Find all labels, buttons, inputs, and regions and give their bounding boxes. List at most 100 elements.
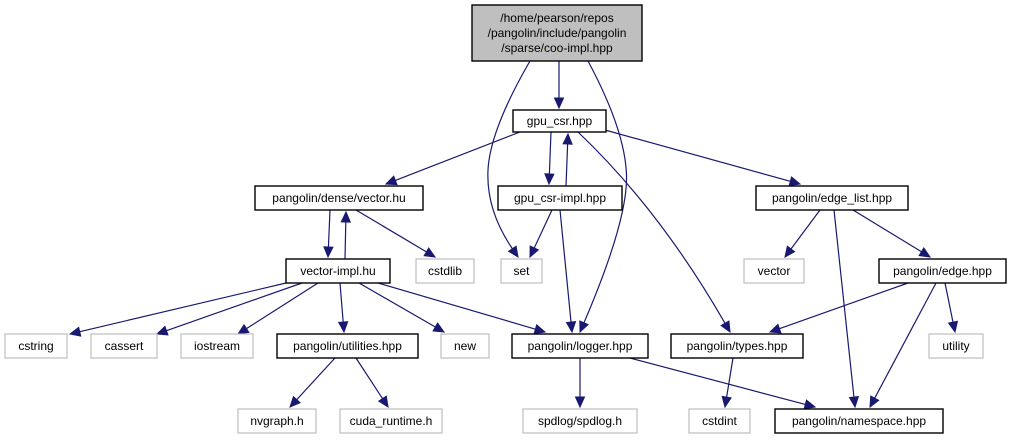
arrowhead-icon	[768, 323, 782, 334]
node-box	[180, 333, 254, 359]
node-box	[285, 258, 391, 284]
node-label: vector-impl.hu	[300, 264, 375, 278]
edge-vector_impl-to-iostream	[236, 282, 319, 335]
arrowhead-icon	[432, 322, 446, 333]
arrowhead-icon	[721, 395, 732, 409]
edge-utilities-to-cuda_runtime	[355, 357, 389, 409]
edge-vector_impl-to-logger	[377, 282, 547, 335]
node-label: cuda_runtime.h	[350, 414, 433, 428]
node-box	[471, 4, 643, 62]
node-label: iostream	[194, 339, 240, 353]
node-label: utility	[942, 339, 969, 353]
arrowhead-icon	[784, 245, 796, 258]
edge-edge_list-to-namespace	[833, 209, 860, 409]
node-label: cassert	[105, 339, 144, 353]
node-box	[415, 258, 475, 284]
node-gpu-csr[interactable]: gpu_csr.hpp	[512, 109, 607, 133]
arrowhead-icon	[68, 326, 82, 337]
arrowhead-icon	[289, 395, 301, 408]
node-edge[interactable]: pangolin/edge.hpp	[878, 258, 1007, 284]
node-label: pangolin/types.hpp	[687, 339, 788, 353]
edge-gpu_csr-to-edge_list	[604, 129, 802, 187]
edge-root-to-logger	[579, 60, 628, 334]
node-types[interactable]: pangolin/types.hpp	[670, 333, 804, 359]
edge-vector_impl-to-cassert	[155, 282, 303, 336]
arrowhead-icon	[529, 245, 540, 259]
node-box	[237, 408, 317, 434]
node-box	[878, 258, 1007, 284]
node-label: gpu_csr.hpp	[527, 114, 593, 128]
node-box	[254, 185, 424, 211]
node-box	[500, 258, 543, 284]
node-box	[4, 333, 68, 359]
edge-line	[559, 209, 572, 323]
arrowhead-icon	[918, 247, 932, 258]
node-cuda-runtime: cuda_runtime.h	[339, 408, 443, 434]
node-namespace[interactable]: pangolin/namespace.hpp	[774, 408, 944, 434]
node-utility: utility	[928, 333, 984, 359]
edge-edge_list-to-edge	[852, 209, 932, 258]
node-box	[522, 408, 638, 434]
node-box	[339, 408, 443, 434]
node-nvgraph: nvgraph.h	[237, 408, 317, 434]
edge-line	[604, 129, 791, 182]
node-gpu-csr-impl[interactable]: gpu_csr-impl.hpp	[497, 185, 623, 211]
arrowhead-icon	[155, 325, 169, 336]
node-utilities[interactable]: pangolin/utilities.hpp	[276, 333, 419, 359]
arrowhead-icon	[574, 396, 586, 409]
arrowhead-icon	[562, 132, 573, 145]
nodes-layer: /home/pearson/repos/pangolin/include/pan…	[4, 4, 1007, 434]
node-cassert: cassert	[90, 333, 158, 359]
edge-line	[852, 209, 922, 253]
node-box	[511, 333, 649, 359]
edge-logger-to-spdlog	[574, 358, 586, 409]
edge-gpu_csr_impl-to-logger	[559, 209, 577, 334]
arrowhead-icon	[544, 173, 555, 186]
edge-line	[533, 209, 553, 249]
edge-edge-to-utility	[944, 282, 959, 334]
node-label: pangolin/edge_list.hpp	[772, 191, 892, 205]
node-label: cstdint	[702, 414, 737, 428]
edge-edge-to-namespace	[869, 282, 937, 409]
edge-line	[166, 282, 303, 332]
node-label: cstdlib	[428, 264, 462, 278]
node-label: gpu_csr-impl.hpp	[514, 191, 606, 205]
arrowhead-icon	[579, 320, 589, 334]
arrowhead-icon	[788, 176, 802, 187]
node-edge-list[interactable]: pangolin/edge_list.hpp	[755, 185, 909, 211]
edge-line	[833, 209, 855, 398]
edge-gpu_csr_impl-to-gpu_csr	[562, 132, 573, 187]
arrowhead-icon	[533, 323, 547, 335]
node-label: pangolin/dense/vector.hu	[272, 191, 405, 205]
edge-line	[339, 282, 344, 323]
arrowhead-icon	[236, 323, 250, 335]
edge-gpu_csr-to-gpu_csr_impl	[544, 131, 555, 186]
edge-gpu_csr-to-vector_hu	[384, 131, 521, 186]
arrowhead-icon	[720, 320, 731, 334]
node-label: new	[454, 339, 476, 353]
arrowhead-icon	[384, 175, 398, 186]
edge-line	[377, 282, 536, 330]
edge-vector_hu-to-cstdlib	[355, 209, 437, 258]
node-box	[688, 408, 751, 434]
node-vector-impl[interactable]: vector-impl.hu	[285, 258, 391, 284]
node-vector-hu[interactable]: pangolin/dense/vector.hu	[254, 185, 424, 211]
node-label: spdlog/spdlog.h	[538, 414, 622, 428]
node-label: set	[513, 264, 530, 278]
edge-line	[358, 282, 436, 328]
node-box	[276, 333, 419, 359]
node-box	[670, 333, 804, 359]
arrowhead-icon	[507, 245, 519, 259]
edge-logger-to-namespace	[629, 357, 817, 410]
node-logger[interactable]: pangolin/logger.hpp	[511, 333, 649, 359]
node-iostream: iostream	[180, 333, 254, 359]
node-box	[743, 258, 805, 284]
node-box	[512, 109, 607, 133]
node-label: pangolin/logger.hpp	[528, 339, 633, 353]
edge-line	[944, 282, 954, 323]
edge-vector_hu-to-vector_impl	[323, 209, 334, 259]
node-label: /pangolin/include/pangolin	[488, 26, 627, 40]
node-root[interactable]: /home/pearson/repos/pangolin/include/pan…	[471, 4, 643, 62]
arrowhead-icon	[803, 399, 817, 410]
